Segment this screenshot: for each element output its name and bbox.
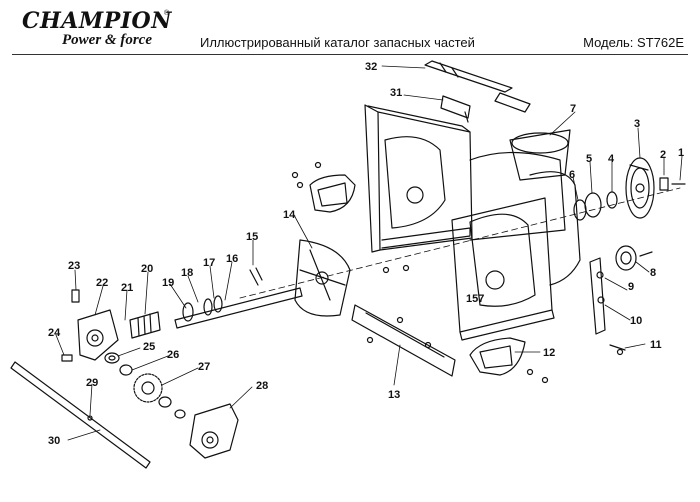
hardware-fasteners bbox=[291, 161, 624, 384]
impeller-pulley-part bbox=[625, 157, 655, 219]
part-label-10: 10 bbox=[630, 315, 642, 327]
part-label-17: 17 bbox=[203, 257, 215, 269]
champion-logo: CHAMPION ® Power & force bbox=[22, 8, 172, 50]
part-label-2: 2 bbox=[660, 149, 666, 161]
catalog-header: CHAMPION ® Power & force Иллюстрированны… bbox=[0, 0, 700, 55]
brand-tagline: Power & force bbox=[62, 32, 152, 48]
auger-shaft-part bbox=[174, 267, 303, 329]
bearing-part bbox=[573, 191, 618, 221]
part-label-5: 5 bbox=[586, 153, 592, 165]
part-label-23: 23 bbox=[68, 260, 80, 272]
part-label-6: 6 bbox=[569, 169, 575, 181]
axis-line bbox=[239, 187, 681, 299]
part-label-8: 8 bbox=[650, 267, 656, 279]
part-label-14: 14 bbox=[283, 209, 296, 221]
part-label-31: 31 bbox=[390, 87, 402, 99]
part-label-25: 25 bbox=[143, 341, 155, 353]
part-label-1: 1 bbox=[678, 147, 684, 159]
thrust-washer-part bbox=[104, 352, 120, 364]
part-label-18: 18 bbox=[181, 267, 193, 279]
skid-shoe-right-part bbox=[469, 337, 526, 376]
part-label-27: 27 bbox=[198, 361, 210, 373]
part-label-24: 24 bbox=[48, 327, 61, 339]
part-label-20: 20 bbox=[141, 263, 153, 275]
model-number: Модель: ST762E bbox=[583, 35, 684, 50]
impeller-part bbox=[294, 239, 351, 317]
pulley-bolt-part bbox=[659, 177, 686, 191]
drive-pulley-part bbox=[615, 245, 653, 271]
gearbox-bolt-part bbox=[61, 354, 73, 362]
part-label-3: 3 bbox=[634, 118, 640, 130]
worm-gear-part bbox=[129, 311, 161, 339]
part-label-13: 13 bbox=[388, 389, 400, 401]
scraper-bar-part bbox=[351, 304, 456, 377]
part-label-group: 1 2 3 4 5 6 7 8 9 10 11 12 13 14 15 16 1… bbox=[48, 61, 684, 447]
part-label-9: 9 bbox=[628, 281, 634, 293]
part-label-32: 32 bbox=[365, 61, 377, 73]
part-label-19: 19 bbox=[162, 277, 174, 289]
part-label-21: 21 bbox=[121, 282, 133, 294]
part-label-29: 29 bbox=[86, 377, 98, 389]
part-label-12: 12 bbox=[543, 347, 555, 359]
catalog-title: Иллюстрированный каталог запасных частей bbox=[200, 35, 475, 50]
part-label-16: 16 bbox=[226, 253, 238, 265]
auger-gear-part bbox=[133, 373, 186, 419]
gearbox-half-right-part bbox=[189, 403, 239, 459]
belt-guard-bracket-part bbox=[589, 257, 626, 351]
chute-bracket-part bbox=[440, 95, 471, 123]
brand-name: CHAMPION bbox=[22, 8, 172, 34]
part-label-7: 7 bbox=[570, 103, 576, 115]
parts-drawing bbox=[10, 60, 686, 469]
part-label-11: 11 bbox=[650, 339, 662, 351]
gearbox-half-left-part bbox=[77, 309, 119, 361]
skid-shoe-left-part bbox=[309, 174, 356, 213]
trademark-mark: ® bbox=[164, 10, 170, 17]
part-label-28: 28 bbox=[256, 380, 268, 392]
part-label-4: 4 bbox=[608, 153, 615, 165]
grease-fitting-part bbox=[71, 289, 80, 303]
housing-stamp: 157 bbox=[466, 293, 484, 305]
part-label-26: 26 bbox=[167, 349, 179, 361]
leader-lines bbox=[55, 65, 683, 441]
auger-housing-part bbox=[364, 104, 581, 341]
auger-drive-shaft-part bbox=[10, 361, 151, 469]
bushing-part bbox=[119, 364, 133, 376]
chute-rod-part bbox=[424, 60, 531, 113]
part-label-22: 22 bbox=[96, 277, 108, 289]
part-label-30: 30 bbox=[48, 435, 60, 447]
part-label-15: 15 bbox=[246, 231, 258, 243]
header-divider bbox=[12, 54, 688, 55]
